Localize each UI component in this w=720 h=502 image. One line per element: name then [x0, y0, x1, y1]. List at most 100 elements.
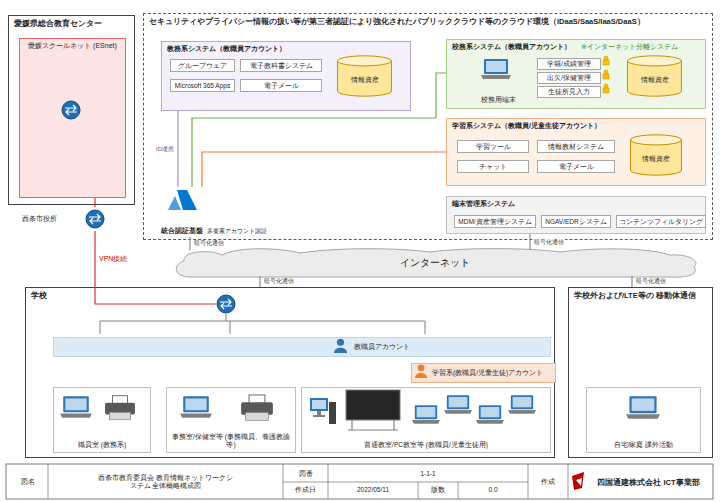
- connector-line: [94, 231, 95, 287]
- cylinder-top: [628, 56, 682, 66]
- internet-cloud: インターネット: [170, 248, 700, 278]
- title-block-cell: 西条市教育委員会 教育情報ネットワークシステム 全体概略構成図: [48, 466, 283, 498]
- connector-label: ID連携: [155, 146, 175, 153]
- node-label: 学籍/成績管理: [547, 60, 591, 68]
- router-icon: [86, 210, 104, 228]
- system-box: グループウェア: [170, 59, 235, 72]
- node-label: 情報資産: [351, 76, 379, 84]
- site-box: 事務室/保健室等 (事務職員、養護教諭等): [166, 387, 296, 453]
- title-block-frame: [6, 464, 713, 499]
- node-label: 西条市役所: [22, 215, 57, 223]
- node-label: Microsoft 365 Apps: [175, 82, 230, 90]
- node-label: 職員室 (教務系): [78, 441, 126, 449]
- node-label: インターネット: [400, 257, 470, 269]
- node-label: 愛媛県総合教育センター: [14, 19, 129, 28]
- node-label: 学習系(教職員/児童生徒)アカウント: [432, 369, 543, 377]
- system-box: Microsoft 365 Apps: [170, 79, 235, 92]
- node-label: 学校外および/LTE等の 移動体通信: [574, 291, 707, 300]
- site-box: 普通教室/PC教室等 (教職員/児童生徒用): [301, 387, 551, 453]
- system-box: 学籍/成績管理: [537, 58, 601, 70]
- group-box: 愛媛スクールネット (ESnet): [19, 38, 126, 198]
- group-box: 校務系システム（教職員アカウント） ※インターネット分離システム校務用端末 学籍/成…: [446, 39, 706, 109]
- system-box: 学習ツール: [457, 140, 529, 153]
- group-box: 学校教職員アカウント学習系(教職員/児童生徒)アカウント職員室 (教務系) 事務室…: [25, 287, 555, 458]
- group-box: 教務系システム（教職員アカウント） グループウェア 電子教科書システム Microso…: [161, 41, 411, 111]
- group-box: 学習系システム（教職員/児童生徒アカウント） 学習ツール 情報教材システムチャット 電…: [446, 118, 706, 186]
- node-label: 学習系システム（教職員/児童生徒アカウント）: [452, 122, 700, 130]
- node-label: 情報資産: [641, 76, 669, 84]
- node-label: NGAV/EDRシステム: [545, 218, 606, 226]
- cylinder-top: [631, 135, 682, 145]
- node-note: 多要素アカウント認証: [207, 228, 267, 235]
- node-label: 電子メール: [559, 163, 594, 171]
- title-block-cell: 0.0: [458, 482, 528, 498]
- node-label: 校務用端末: [481, 96, 516, 104]
- company-name: 四国通建株式会社 ICT事業部: [586, 466, 711, 498]
- connector-label: 暗号化通信: [263, 278, 295, 285]
- data-store-cylinder: 情報資産: [337, 55, 392, 97]
- connector-line: [259, 276, 260, 287]
- connector-label: 暗号化通信: [533, 239, 565, 246]
- auth-node: 統合認証基盤多要素アカウント認証: [161, 187, 297, 237]
- system-box: 電子メール: [537, 160, 615, 173]
- connector-label: 暗号化通信: [193, 240, 225, 247]
- node-label: 校務系システム（教職員アカウント）: [452, 43, 571, 51]
- system-box: 出欠/保健管理: [537, 72, 601, 84]
- group-box: 愛媛県総合教育センター愛媛スクールネット (ESnet): [8, 15, 135, 205]
- system-box: 生徒所見入力: [537, 86, 601, 98]
- connector-label: 暗号化通信: [635, 278, 667, 285]
- system-box: 電子メール: [240, 79, 322, 92]
- node-label: グループウェア: [178, 62, 227, 70]
- node-label: 教務系システム（教職員アカウント）: [167, 45, 405, 53]
- title-block-cell: 作成日: [283, 482, 328, 498]
- connector-line: [631, 276, 632, 287]
- data-store-cylinder: 情報資産: [630, 134, 682, 176]
- account-band: 教職員アカウント: [53, 337, 551, 357]
- connector-line: [189, 237, 190, 250]
- connector-line: [529, 234, 530, 250]
- company-logo: [576, 478, 582, 486]
- node-label: 自宅/家庭 課外活動: [614, 441, 674, 449]
- node-label: 端末管理系システム: [452, 200, 700, 208]
- connector-label: VPN接続: [98, 255, 128, 263]
- node-note: ※インターネット分離システム: [581, 43, 678, 51]
- connector-line: [202, 152, 446, 187]
- node-label: 電子メール: [264, 82, 299, 90]
- title-block-cell: 版数: [418, 482, 458, 498]
- node-label: 生徒所見入力: [548, 88, 590, 96]
- node-label: コンテンツフィルタリング: [619, 218, 703, 226]
- node-label: 情報教材システム: [548, 143, 604, 151]
- system-box: 情報教材システム: [537, 140, 615, 153]
- node-label: MDM/資産管理システム: [458, 218, 531, 226]
- company-logo: [572, 472, 584, 490]
- auth-logo: [177, 190, 197, 210]
- auth-logo: [168, 196, 181, 210]
- title-block-cell: 作成: [528, 466, 568, 498]
- system-box: MDM/資産管理システム: [454, 215, 536, 228]
- node-label: 教職員アカウント: [354, 343, 410, 351]
- node-label: 電子教科書システム: [250, 62, 313, 70]
- group-box: 学校外および/LTE等の 移動体通信自宅/家庭 課外活動: [568, 287, 713, 458]
- node-label: 情報資産: [642, 155, 670, 163]
- group-box: 端末管理系システム MDM/資産管理システム NGAV/EDRシステム コンテンツフィ…: [446, 196, 706, 234]
- title-block-cell: 図名: [8, 466, 48, 498]
- router-node: 西条市役所: [20, 207, 110, 231]
- node-label: 学校: [31, 291, 549, 301]
- node-label: 事務室/保健室等 (事務職員、養護教諭等): [170, 433, 292, 449]
- node-label: チャット: [479, 163, 507, 171]
- node-label: 統合認証基盤: [161, 227, 203, 235]
- title-block-cell: 2022/05/11: [328, 482, 418, 498]
- node-label: 学習ツール: [476, 143, 511, 151]
- terminal-node: 校務用端末: [470, 56, 526, 106]
- data-store-cylinder: 情報資産: [627, 55, 682, 97]
- title-block-grid: [48, 464, 568, 499]
- title-block-cell: 図番: [283, 466, 328, 482]
- node-label: セキュリティやプライバシー情報の扱い等が第三者認証により強化されたパブリッククラ…: [149, 17, 707, 26]
- node-label: 愛媛スクールネット (ESnet): [25, 42, 120, 50]
- cloud-shape: [176, 249, 696, 278]
- node-label: 出欠/保健管理: [547, 74, 591, 82]
- system-box: チャット: [457, 160, 529, 173]
- system-box: コンテンツフィルタリング: [616, 215, 706, 228]
- node-label: 普通教室/PC教室等 (教職員/児童生徒用): [364, 441, 488, 449]
